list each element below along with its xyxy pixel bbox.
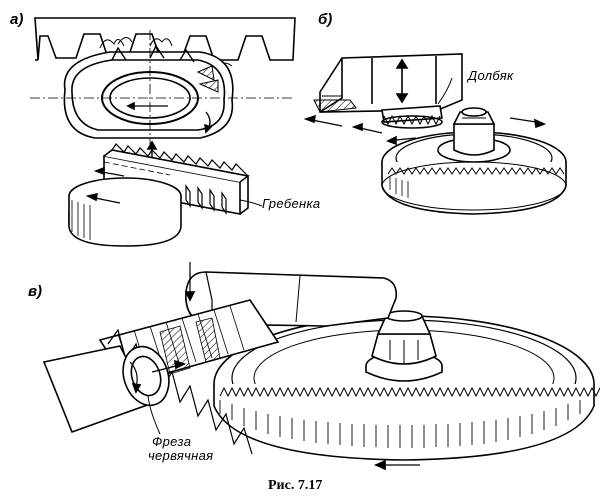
shaper-cutter-label: Долбяк	[468, 68, 514, 83]
shaper-cutter	[381, 105, 443, 129]
workpiece-gear-b	[381, 107, 567, 215]
panel-c-drawing	[42, 262, 600, 471]
panel-b-letter: б)	[318, 11, 333, 28]
hob-label-line1: Фреза	[152, 434, 192, 449]
shaper-cutter-holder	[313, 53, 463, 113]
disk-workpiece	[68, 177, 182, 247]
rack-label: Гребенка	[262, 196, 321, 211]
hob-arbor	[42, 345, 187, 434]
panel-a-letter: а)	[10, 11, 24, 28]
panel-a-drawing	[30, 17, 296, 247]
rack-cutter	[93, 143, 250, 215]
figure-caption: Рис. 7.17	[268, 478, 323, 493]
hob-label-line2: червячная	[148, 448, 214, 463]
panel-b-drawing	[303, 53, 567, 215]
large-gear-workpiece	[213, 310, 600, 471]
gear-workpiece	[30, 30, 292, 150]
panel-c-letter: в)	[28, 283, 43, 300]
